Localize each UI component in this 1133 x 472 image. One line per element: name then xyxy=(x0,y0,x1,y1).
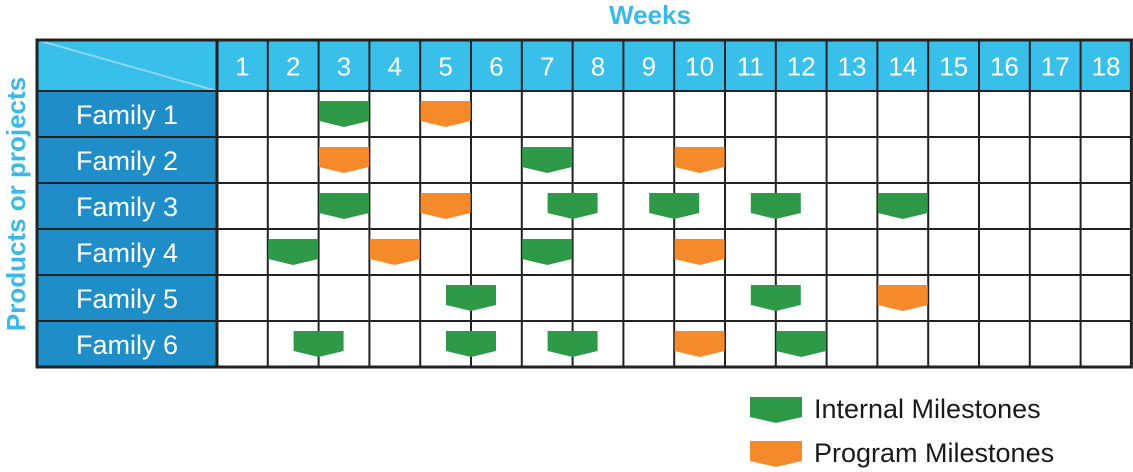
internal-milestone-row6-week2.5 xyxy=(293,331,344,357)
row-label-5: Family 5 xyxy=(76,284,178,314)
week-header-13: 13 xyxy=(838,52,867,82)
internal-milestone-row4-week7 xyxy=(522,239,573,265)
header-band xyxy=(37,40,1132,91)
internal-milestone-row5-week5.5 xyxy=(446,285,496,311)
internal-milestone-swatch xyxy=(750,397,802,423)
week-header-4: 4 xyxy=(388,52,402,82)
internal-milestone-row6-week7.5 xyxy=(547,331,598,357)
week-header-3: 3 xyxy=(337,52,351,82)
week-header-8: 8 xyxy=(591,52,605,82)
internal-milestone-row3-week7.5 xyxy=(547,193,598,219)
week-header-11: 11 xyxy=(737,52,764,82)
week-header-1: 1 xyxy=(235,52,249,82)
program-milestone-row2-week3 xyxy=(319,147,369,173)
week-header-7: 7 xyxy=(540,52,554,82)
week-header-14: 14 xyxy=(888,52,917,82)
week-header-9: 9 xyxy=(642,52,656,82)
row-label-4: Family 4 xyxy=(76,238,178,268)
corner-diagonal xyxy=(36,39,218,92)
internal-milestone-row3-week11.5 xyxy=(750,193,801,219)
legend-internal-label: Internal Milestones xyxy=(814,394,1041,424)
program-milestone-row4-week10 xyxy=(674,239,725,265)
week-header-10: 10 xyxy=(685,52,714,82)
week-header-17: 17 xyxy=(1041,52,1070,82)
program-milestone-row6-week10 xyxy=(674,331,725,357)
program-milestone-row5-week14 xyxy=(877,285,928,311)
program-milestone-row1-week5 xyxy=(420,101,471,127)
program-milestone-swatch xyxy=(750,441,802,467)
internal-milestone-row6-week5.5 xyxy=(446,331,496,357)
internal-milestone-row2-week7 xyxy=(522,147,573,173)
internal-milestone-row3-week14 xyxy=(877,193,928,219)
grid-border xyxy=(35,38,1133,369)
week-header-16: 16 xyxy=(990,52,1019,82)
program-milestone-row3-week5 xyxy=(420,193,471,219)
internal-milestone-row5-week11.5 xyxy=(750,285,801,311)
internal-milestone-row6-week12 xyxy=(776,331,827,357)
week-header-15: 15 xyxy=(939,52,968,82)
internal-milestone-row3-week3 xyxy=(319,193,369,219)
weeks-title: Weeks xyxy=(609,0,691,30)
internal-milestone-row4-week2 xyxy=(268,239,319,265)
internal-milestone-row3-week9.5 xyxy=(649,193,700,219)
week-header-12: 12 xyxy=(787,52,816,82)
program-milestone-row4-week4 xyxy=(369,239,420,265)
internal-milestone-row1-week3 xyxy=(319,101,369,127)
week-header-5: 5 xyxy=(438,52,452,82)
row-label-3: Family 3 xyxy=(76,192,178,222)
row-label-6: Family 6 xyxy=(76,330,178,360)
legend-program-label: Program Milestones xyxy=(814,438,1055,468)
row-label-2: Family 2 xyxy=(76,146,178,176)
week-header-6: 6 xyxy=(489,52,503,82)
week-header-18: 18 xyxy=(1092,52,1121,82)
week-header-2: 2 xyxy=(286,52,300,82)
row-label-1: Family 1 xyxy=(76,100,178,130)
program-milestone-row2-week10 xyxy=(674,147,725,173)
